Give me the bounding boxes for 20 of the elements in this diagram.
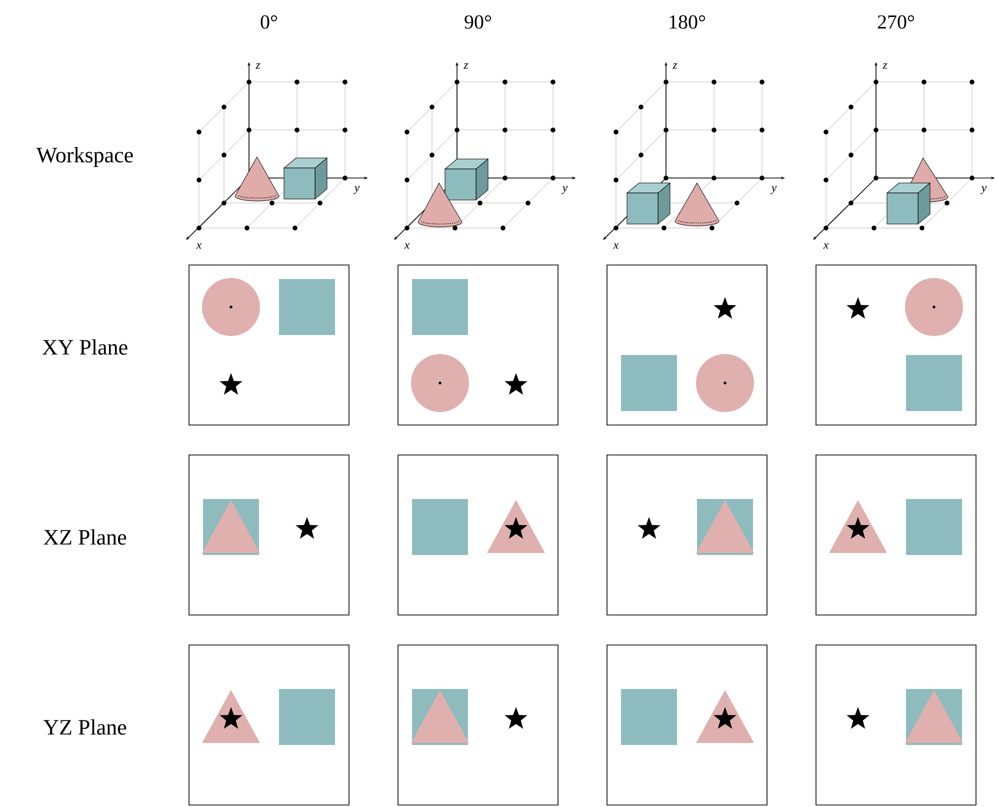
row-label: Workspace <box>36 147 133 167</box>
axis-label: y <box>561 186 568 194</box>
axis-label: z <box>672 63 678 69</box>
axis-label: y <box>980 186 987 194</box>
axis-label: z <box>256 63 260 69</box>
column-header: 0° <box>260 15 278 29</box>
row-label: XY Plane <box>42 339 128 355</box>
axis-label: z <box>464 63 468 69</box>
row-label: XZ Plane <box>44 529 126 545</box>
axis-label: x <box>404 243 410 249</box>
row-label: YZ Plane <box>43 719 126 735</box>
column-header: 90° <box>464 15 492 29</box>
axis-label: y <box>353 186 360 194</box>
column-header: 180° <box>670 15 706 29</box>
axis-label: y <box>770 186 777 194</box>
axis-label: x <box>823 243 829 249</box>
axis-label: z <box>882 63 888 69</box>
axis-label: x <box>196 243 202 249</box>
axis-label: x <box>613 243 619 249</box>
column-header: 270° <box>878 15 914 29</box>
